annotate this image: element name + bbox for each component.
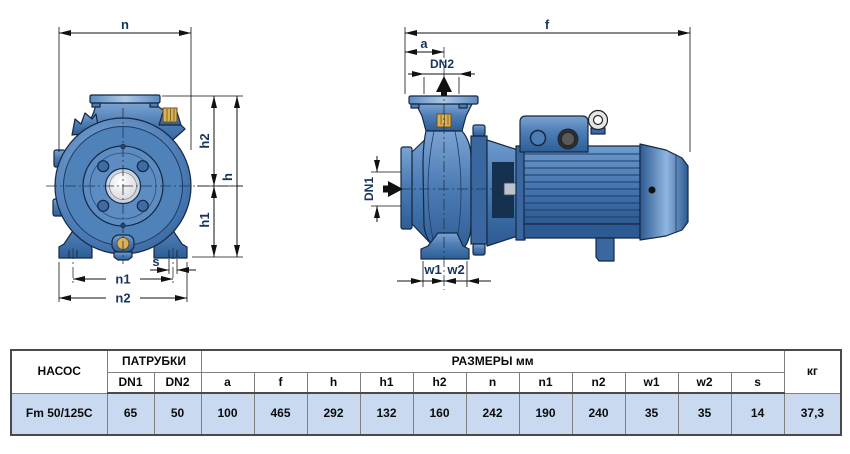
n-extension-lines [58,27,192,152]
foot-slots [68,250,178,258]
cable-gland [529,129,547,147]
suction-flange [400,146,413,230]
header-weight: кг [783,349,842,394]
col-header-n: n [465,372,520,394]
dim-label-w1: w1 [423,262,441,277]
dim-label-a: a [420,36,428,51]
dim-label-dn2: DN2 [430,57,454,71]
pump-model: Fm 50/125C [10,392,108,436]
header-pump: НАСОС [10,349,108,394]
dim-label-dn1: DN1 [362,177,376,201]
dim-label-n2: n2 [115,291,130,306]
flange-tab [149,102,159,108]
cable-entry-core [561,132,575,146]
col-header-dn1: DN1 [106,372,155,394]
col-header-w2: w2 [677,372,732,394]
col-header-n1: n1 [518,372,573,394]
dimensions-table: НАСОС ПАТРУБКИ РАЗМЕРЫ мм кг DN1 DN2 a f… [10,349,843,436]
side-view: f a DN2 DN1 w1 w2 [362,17,691,290]
value-w1: 35 [624,392,679,436]
header-sizes: РАЗМЕРЫ мм [200,349,785,373]
col-header-h1: h1 [359,372,414,394]
f-extension-lines [404,27,691,152]
cover-bolt-top [472,124,486,137]
value-dn2: 50 [153,392,202,436]
flange-tab [410,103,420,109]
motor-fins [524,153,640,218]
dim-label-h2: h2 [197,133,212,148]
casing-profile-left [427,130,437,252]
front-view: n h2 h1 h s n1 n2 [46,17,243,306]
col-header-a: a [200,372,255,394]
dim-label-n: n [121,17,129,32]
dim-label-h1: h1 [197,212,212,227]
value-f: 465 [253,392,308,436]
motor-end-cap [639,143,689,241]
value-n2: 240 [571,392,626,436]
col-header-h: h [306,372,361,394]
bracket-window [492,162,514,218]
discharge-flange-front [89,94,161,104]
table-row: Fm 50/125C 65 50 100 465 292 132 160 242… [10,392,842,436]
header-ports: ПАТРУБКИ [106,349,202,373]
discharge-flange [408,95,479,105]
dn2-extension-lines [423,77,460,94]
plug-threads [440,115,449,125]
cover-bolt-bottom [472,243,486,256]
col-header-w1: w1 [624,372,679,394]
terminal-box [519,115,589,153]
motor-body [523,145,641,225]
motor-lower-band [523,223,641,239]
value-n: 242 [465,392,520,436]
casing-cover [470,135,488,245]
value-dn1: 65 [106,392,155,436]
value-a: 100 [200,392,255,436]
value-n1: 190 [518,392,573,436]
col-header-n2: n2 [571,372,626,394]
plug-threads [166,109,175,121]
col-header-dn2: DN2 [153,372,202,394]
motor-foot [595,237,615,262]
dim-label-f: f [545,17,550,32]
value-s: 14 [730,392,785,436]
pump-foot [420,232,470,260]
col-header-s: s [730,372,785,394]
col-header-f: f [253,372,308,394]
value-h1: 132 [359,392,414,436]
col-header-h2: h2 [412,372,467,394]
dim-label-h: h [220,173,235,181]
value-h: 292 [306,392,361,436]
dim-label-w2: w2 [446,262,464,277]
dim-label-n1: n1 [115,272,130,287]
flange-tab [91,102,101,108]
end-cap-plug [648,186,656,194]
flow-arrow-right [383,181,403,197]
lifting-eye-hole [592,114,604,126]
value-w2: 35 [677,392,732,436]
dim-label-s: s [152,254,159,269]
pump-dimension-drawing: n h2 h1 h s n1 n2 [46,17,691,306]
spec-table-container: НАСОС ПАТРУБКИ РАЗМЕРЫ мм кг DN1 DN2 a f… [10,349,843,436]
value-weight: 37,3 [783,392,842,436]
flow-arrow-up [436,76,452,96]
flange-tab [458,103,468,109]
value-h2: 160 [412,392,467,436]
